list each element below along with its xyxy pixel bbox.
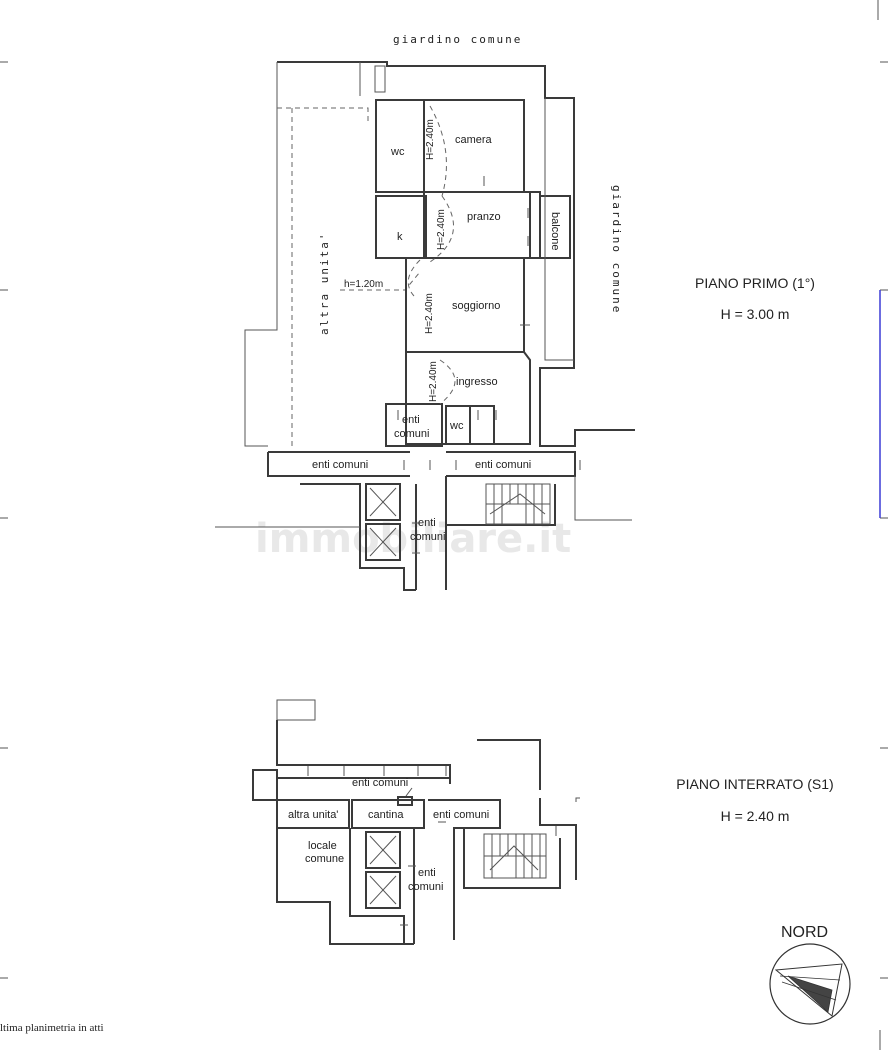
stairs-basement — [483, 833, 547, 879]
corridor-enti-comuni-vertical-line2: comuni — [410, 531, 445, 543]
height-annotation-3: H=2.40m — [424, 293, 435, 334]
height-annotation-low: h=1.20m — [344, 279, 383, 290]
corridor-enti-comuni-right: enti comuni — [475, 459, 531, 471]
room-kitchen: k — [397, 231, 403, 243]
basement-locale-line1: locale — [308, 840, 337, 852]
basement-plan — [252, 699, 580, 945]
room-wc-lower: wc — [449, 420, 464, 432]
corridor-enti-comuni-vertical-line1: enti — [418, 517, 436, 529]
height-annotation-2: H=2.40m — [436, 209, 447, 250]
footnote: ltima planimetria in atti — [0, 1022, 104, 1034]
north-compass-icon — [769, 943, 851, 1025]
basement-height: H = 2.40 m — [720, 808, 790, 824]
first-floor-title: PIANO PRIMO (1°) — [695, 275, 815, 291]
basement-cantina: cantina — [368, 809, 404, 821]
stairs-first-floor — [485, 483, 551, 525]
height-annotation-1: H=2.40m — [425, 119, 436, 160]
basement-enti-comuni-center-line2: comuni — [408, 881, 443, 893]
corridor-enti-comuni-left: enti comuni — [312, 459, 368, 471]
garden-label-top: giardino comune — [393, 33, 522, 46]
room-enti-comuni-center-line1: enti — [402, 414, 420, 426]
first-floor-plan — [215, 61, 635, 591]
basement-title: PIANO INTERRATO (S1) — [676, 776, 834, 792]
room-soggiorno: soggiorno — [452, 300, 500, 312]
basement-enti-comuni-center-line1: enti — [418, 867, 436, 879]
basement-altra-unita: altra unita' — [288, 809, 338, 821]
room-pranzo: pranzo — [467, 211, 501, 223]
garden-label-right: giardino comune — [610, 185, 623, 314]
compass-label: NORD — [781, 924, 829, 941]
basement-enti-comuni-top: enti comuni — [352, 777, 408, 789]
basement-enti-comuni-right: enti comuni — [433, 809, 489, 821]
room-balcone: balcone — [549, 212, 561, 251]
height-annotation-4: H=2.40m — [428, 361, 439, 402]
room-wc-upper: wc — [390, 146, 405, 158]
room-ingresso: ingresso — [456, 376, 498, 388]
first-floor-height: H = 3.00 m — [720, 306, 790, 322]
room-camera: camera — [455, 134, 493, 146]
basement-locale-line2: comune — [305, 853, 344, 865]
room-enti-comuni-center-line2: comuni — [394, 428, 429, 440]
room-altra-unita: altra unita' — [318, 232, 331, 335]
